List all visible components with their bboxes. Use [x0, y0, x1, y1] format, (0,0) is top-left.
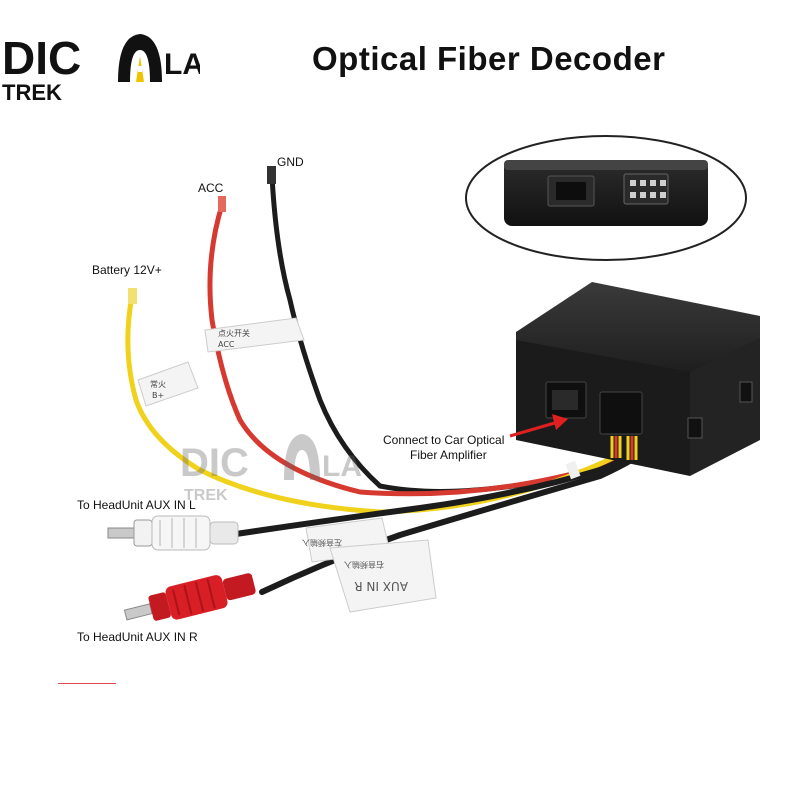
- pointer-arrow: [509, 414, 568, 438]
- product-title: Optical Fiber Decoder: [312, 40, 666, 77]
- svg-text:DIC: DIC: [2, 32, 81, 84]
- gnd-label: GND: [277, 155, 304, 169]
- connect-label-line2: Fiber Amplifier: [410, 448, 487, 462]
- watermark-logo: DIC LA TREK: [180, 434, 362, 504]
- connector-closeup: [465, 135, 747, 261]
- aux-r-label: To HeadUnit AUX IN R: [77, 630, 198, 644]
- battery-wire-tip: [128, 288, 137, 304]
- svg-text:LA: LA: [164, 48, 200, 81]
- svg-text:AUX IN R: AUX IN R: [354, 579, 408, 593]
- acc-wire-tag: 点火开关 ACC: [204, 317, 305, 353]
- svg-text:TREK: TREK: [184, 487, 228, 504]
- rca-plug-left-white: [107, 515, 239, 551]
- svg-text:点火开关: 点火开关: [218, 328, 250, 338]
- gnd-wire-tip: [267, 166, 276, 184]
- svg-text:左音频输入: 左音频输入: [302, 538, 342, 548]
- aux-right-tag: 右音频输入 AUX IN R: [329, 539, 437, 613]
- svg-text:LA: LA: [322, 450, 362, 483]
- svg-text:常火: 常火: [150, 380, 166, 389]
- decoder-box: [516, 282, 760, 476]
- cable-tie: [565, 460, 581, 480]
- svg-text:ACC: ACC: [218, 340, 235, 349]
- aux-l-label: To HeadUnit AUX IN L: [77, 498, 196, 512]
- acc-wire-tip: [218, 196, 226, 212]
- rca-plug-right-red: [123, 573, 256, 621]
- road-arch-icon: [118, 34, 162, 82]
- connect-label-line1: Connect to Car Optical: [383, 433, 505, 447]
- acc-label: ACC: [198, 181, 224, 195]
- svg-text:DIC: DIC: [180, 441, 249, 485]
- battery-label: Battery 12V+: [92, 263, 162, 277]
- svg-text:右音频输入: 右音频输入: [344, 560, 384, 570]
- brand-logo: DIC LA TREK: [2, 32, 200, 105]
- battery-wire-tag: 常火 B+: [137, 361, 199, 407]
- divider-line: [58, 683, 116, 684]
- svg-text:TREK: TREK: [2, 80, 62, 105]
- svg-text:B+: B+: [152, 391, 164, 400]
